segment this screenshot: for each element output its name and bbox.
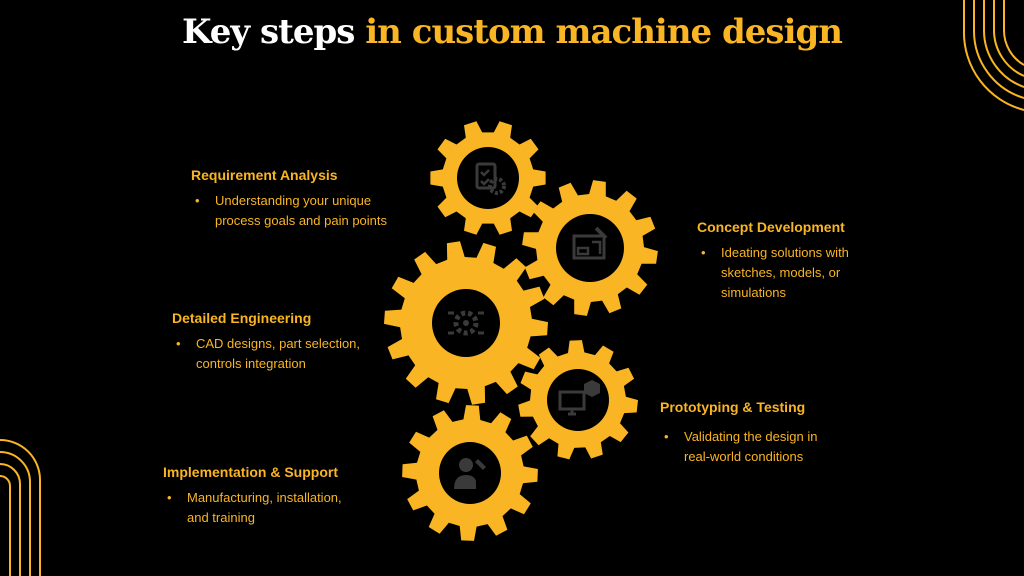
corner-arc-bottom-left: [0, 475, 11, 576]
step-bullet: CAD designs, part selection, controls in…: [176, 334, 382, 374]
title-part-yellow: in custom machine design: [365, 12, 843, 52]
circuit-gear-icon: [448, 310, 484, 336]
gear-hub: [439, 442, 501, 504]
step-bullet: Validating the design in real-world cond…: [664, 427, 845, 467]
corner-arc-bottom-left: [0, 439, 41, 576]
step-prototyping-testing: Prototyping & Testing Validating the des…: [660, 399, 845, 467]
gear-hub: [556, 214, 624, 282]
page-title: Key steps in custom machine design: [0, 12, 1024, 52]
corner-arc-top-right: [992, 0, 1024, 77]
corner-arc-bottom-left: [0, 451, 31, 576]
title-part-white: Key steps: [182, 12, 355, 52]
gear-hub: [547, 369, 609, 431]
step-bullet: Understanding your unique process goals …: [195, 191, 391, 231]
gear-3: [384, 241, 548, 405]
step-heading: Implementation & Support: [163, 464, 338, 480]
step-implementation-support: Implementation & Support Manufacturing, …: [163, 464, 363, 528]
corner-arc-bottom-left: [0, 463, 21, 576]
step-heading: Requirement Analysis: [191, 167, 338, 183]
step-concept-development: Concept Development Ideating solutions w…: [697, 219, 872, 303]
corner-arc-top-right: [982, 0, 1024, 88]
gear-2: [522, 180, 658, 316]
blueprint-icon: [572, 226, 608, 260]
corner-arc-top-right: [1002, 0, 1024, 66]
gear-hub: [457, 147, 519, 209]
gear-1: [430, 121, 546, 235]
step-heading: Detailed Engineering: [172, 310, 312, 326]
step-heading: Prototyping & Testing: [660, 399, 806, 415]
step-detailed-engineering: Detailed Engineering CAD designs, part s…: [172, 310, 382, 374]
gear-5: [402, 405, 538, 541]
gear-4: [518, 340, 638, 460]
document-gear-icon: [475, 162, 506, 195]
step-bullet: Ideating solutions with sketches, models…: [701, 243, 872, 303]
corner-arc-top-right: [972, 0, 1024, 99]
person-wrench-icon: [454, 458, 486, 489]
step-heading: Concept Development: [697, 219, 845, 235]
computer-cube-icon: [558, 380, 600, 416]
corner-arc-top-right: [962, 0, 1024, 111]
step-bullet: Manufacturing, installation, and trainin…: [167, 488, 363, 528]
step-requirement-analysis: Requirement Analysis Understanding your …: [191, 167, 391, 231]
